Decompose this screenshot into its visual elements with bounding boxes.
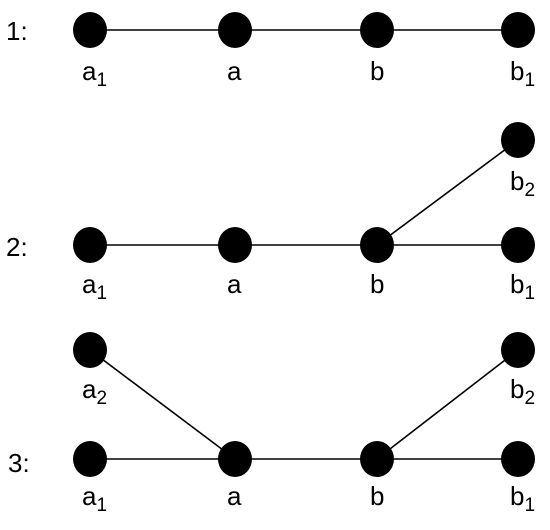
label-a1: a1 [82, 481, 107, 516]
node-b2 [501, 332, 535, 368]
node-a [218, 227, 252, 263]
node-a2 [73, 332, 107, 368]
node-a1 [73, 441, 107, 477]
label-b1: b1 [510, 481, 535, 516]
node-a1 [73, 12, 107, 48]
node-b [360, 227, 394, 263]
row-1: 1: a1 a b b1 [6, 12, 535, 91]
label-a1: a1 [82, 56, 107, 91]
label-b: b [370, 481, 384, 511]
node-a1 [73, 227, 107, 263]
row-2: 2: a1 a b b1 b2 [6, 122, 535, 304]
node-a [218, 12, 252, 48]
label-b1: b1 [510, 269, 535, 304]
node-b1 [501, 441, 535, 477]
row-2-number: 2: [6, 232, 28, 262]
edge-b-b2 [376, 139, 519, 246]
label-b1: b1 [510, 56, 535, 91]
row-1-number: 1: [6, 16, 28, 46]
label-a: a [227, 481, 242, 511]
label-b: b [370, 56, 384, 86]
edge-b-b2 [376, 349, 519, 460]
label-a1: a1 [82, 269, 107, 304]
label-b2: b2 [510, 166, 535, 201]
row-3-number: 3: [8, 448, 30, 478]
node-b2 [501, 122, 535, 158]
edge-a-a2 [89, 349, 236, 460]
node-b [360, 12, 394, 48]
label-b2: b2 [510, 374, 535, 409]
label-a: a [227, 269, 242, 299]
label-b: b [370, 269, 384, 299]
node-a [218, 441, 252, 477]
node-b1 [501, 12, 535, 48]
node-b1 [501, 227, 535, 263]
node-b [360, 441, 394, 477]
label-a: a [227, 56, 242, 86]
row-3: 3: a1 a b b1 a2 b2 [8, 332, 535, 516]
label-a2: a2 [82, 374, 107, 409]
